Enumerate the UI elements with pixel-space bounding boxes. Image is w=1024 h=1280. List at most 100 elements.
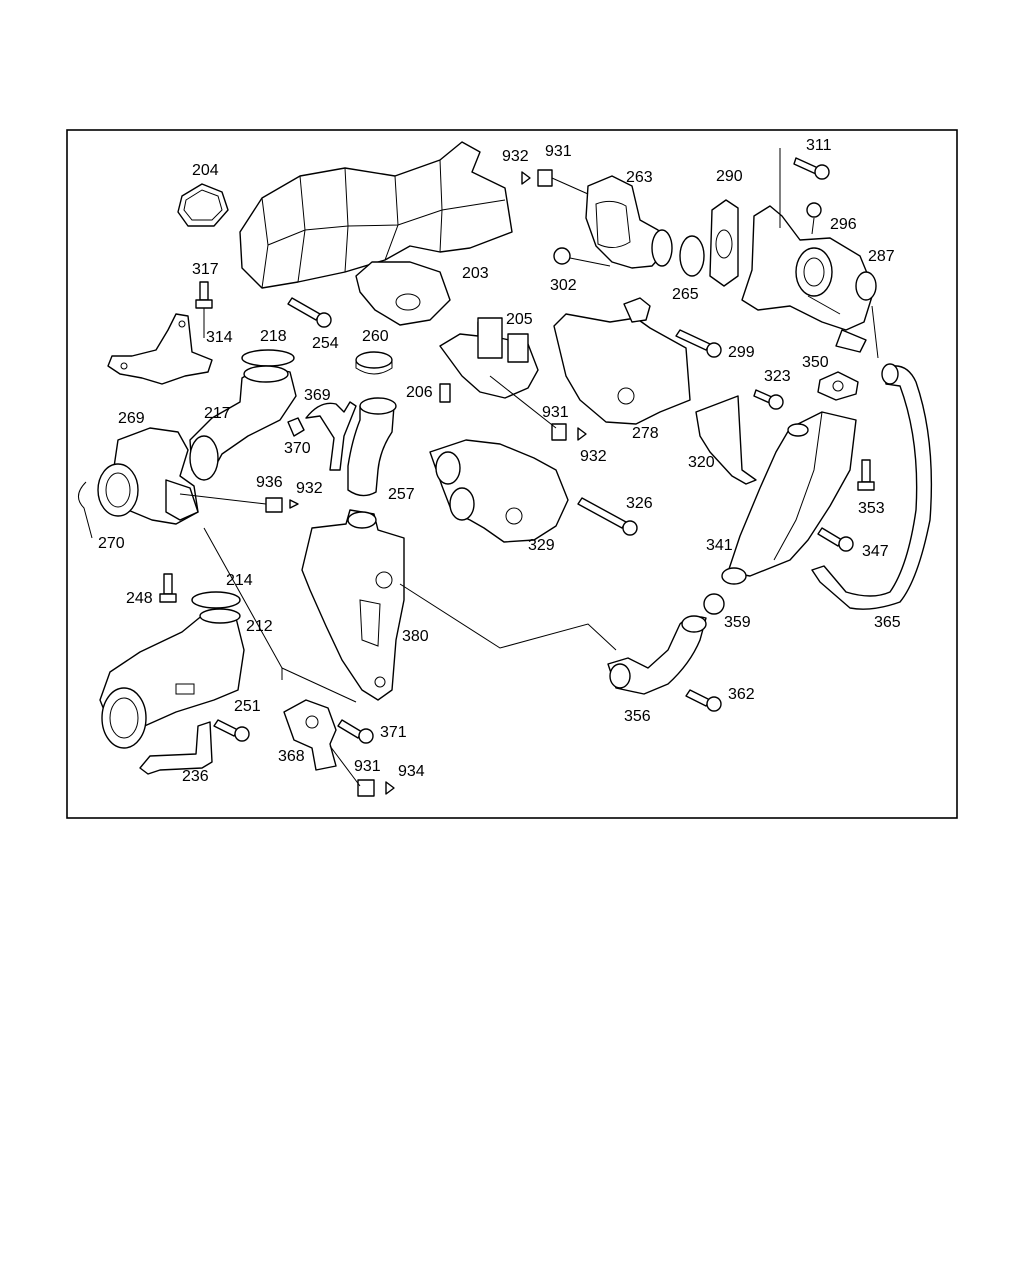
part-251-bolt[interactable]: [213, 719, 250, 742]
part-329-housing[interactable]: [429, 439, 569, 543]
part-287-housing[interactable]: [741, 205, 877, 353]
part-347-bolt[interactable]: [817, 527, 854, 552]
callout-932-left: 932: [296, 480, 323, 497]
callout-251: 251: [234, 698, 261, 715]
callout-218: 218: [260, 328, 287, 345]
part-217-intake-pipe[interactable]: [189, 365, 297, 481]
callout-365: 365: [874, 614, 901, 631]
callout-353: 353: [858, 500, 885, 517]
part-932-pin-left[interactable]: [289, 499, 299, 509]
part-370-clip[interactable]: [287, 417, 305, 437]
callout-248: 248: [126, 590, 153, 607]
callout-341: 341: [706, 537, 733, 554]
part-270-wire[interactable]: [78, 481, 93, 539]
part-263-egr-valve[interactable]: [585, 175, 673, 269]
part-932-pin-top[interactable]: [521, 171, 531, 185]
callout-934: 934: [398, 763, 425, 780]
callout-204: 204: [192, 162, 219, 179]
part-206-bolt[interactable]: [439, 383, 451, 403]
callout-302: 302: [550, 277, 577, 294]
part-205-actuator[interactable]: [439, 317, 539, 399]
part-359-seal-ring[interactable]: [703, 593, 725, 615]
callout-296: 296: [830, 216, 857, 233]
part-204-gasket[interactable]: [177, 183, 229, 227]
callout-263: 263: [626, 169, 653, 186]
part-320-bracket[interactable]: [695, 395, 757, 485]
callout-203: 203: [462, 265, 489, 282]
callout-356: 356: [624, 708, 651, 725]
callout-212: 212: [246, 618, 273, 635]
callout-371: 371: [380, 724, 407, 741]
part-269-throttle-housing[interactable]: [97, 427, 199, 525]
callout-350: 350: [802, 354, 829, 371]
part-932-pin-middle[interactable]: [577, 427, 587, 441]
callout-369: 369: [304, 387, 331, 404]
callout-359: 359: [724, 614, 751, 631]
callout-380: 380: [402, 628, 429, 645]
callout-329: 329: [528, 537, 555, 554]
part-934-pin[interactable]: [385, 781, 395, 795]
part-299-bolt[interactable]: [675, 329, 722, 358]
callout-290: 290: [716, 168, 743, 185]
callout-260: 260: [362, 328, 389, 345]
part-248-bolt[interactable]: [159, 573, 177, 603]
callout-236: 236: [182, 768, 209, 785]
part-257-hose[interactable]: [347, 397, 397, 497]
callout-257: 257: [388, 486, 415, 503]
diagram-frame: [66, 129, 958, 819]
part-278-cover[interactable]: [553, 297, 691, 425]
part-317-bolt[interactable]: [195, 281, 213, 338]
part-326-bolt[interactable]: [577, 497, 638, 536]
part-314-bracket[interactable]: [107, 313, 213, 385]
callout-278: 278: [632, 425, 659, 442]
callout-265: 265: [672, 286, 699, 303]
part-368-pressure-sensor[interactable]: [283, 699, 337, 771]
callout-936-left: 936: [256, 474, 283, 491]
callout-labels: 204 203 317 314 218 254 260 205 206 369 …: [98, 137, 901, 785]
part-356-pipe[interactable]: [607, 615, 707, 695]
callout-214: 214: [226, 572, 253, 589]
callout-932-middle: 932: [580, 448, 607, 465]
part-350-gasket[interactable]: [817, 371, 859, 401]
part-369-pipe[interactable]: [305, 401, 357, 471]
part-214-seal-ring[interactable]: [191, 591, 241, 609]
part-260-clamp[interactable]: [355, 351, 393, 375]
part-365-hose[interactable]: [811, 363, 933, 610]
callout-370: 370: [284, 440, 311, 457]
callout-270: 270: [98, 535, 125, 552]
callout-320: 320: [688, 454, 715, 471]
part-203-intake-manifold[interactable]: [239, 141, 513, 326]
part-931-connector-bottom[interactable]: [357, 779, 375, 797]
callout-254: 254: [312, 335, 339, 352]
callout-206: 206: [406, 384, 433, 401]
part-371-bolt[interactable]: [337, 719, 374, 744]
callout-347: 347: [862, 543, 889, 560]
callout-931-middle: 931: [542, 404, 569, 421]
callout-217: 217: [204, 405, 231, 422]
callout-269: 269: [118, 410, 145, 427]
part-931-connector-top[interactable]: [537, 169, 553, 187]
callout-931-bottom: 931: [354, 758, 381, 775]
callout-931-top: 931: [545, 143, 572, 160]
callout-314: 314: [206, 329, 233, 346]
part-254-bolt[interactable]: [287, 297, 332, 328]
callout-287: 287: [868, 248, 895, 265]
part-212-housing[interactable]: [99, 608, 245, 749]
part-236-bracket[interactable]: [139, 721, 213, 775]
part-341-egr-cooler[interactable]: [721, 411, 857, 585]
part-323-bolt[interactable]: [753, 389, 784, 410]
part-936-connector[interactable]: [265, 497, 283, 513]
part-296-bolt[interactable]: [806, 202, 822, 235]
part-218-seal-ring[interactable]: [241, 349, 295, 367]
part-362-bolt[interactable]: [685, 689, 722, 712]
part-290-gasket[interactable]: [709, 199, 739, 287]
callout-932-top: 932: [502, 148, 529, 165]
part-265-gasket[interactable]: [679, 235, 705, 277]
part-302-bolt[interactable]: [553, 247, 611, 267]
part-380-bracket[interactable]: [301, 509, 405, 701]
callout-205: 205: [506, 311, 533, 328]
part-311-bolt[interactable]: [793, 157, 830, 180]
part-353-bolt[interactable]: [857, 459, 875, 491]
callout-323: 323: [764, 368, 791, 385]
callout-317: 317: [192, 261, 219, 278]
